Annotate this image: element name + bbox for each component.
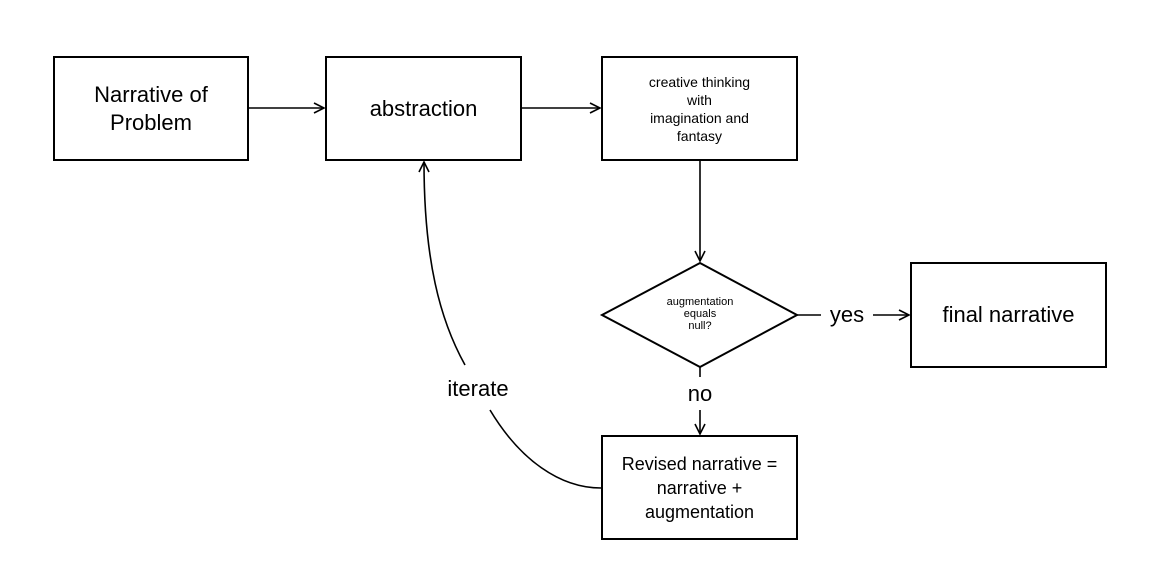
node-creative-line2: with [687,91,712,108]
iterate-curve-lower [489,409,602,489]
node-revised-narrative: Revised narrative = narrative + augmenta… [601,435,798,540]
node-narrative-line2: Problem [110,109,192,135]
edge-label-no: no [687,381,713,406]
node-decision-line1: augmentation [666,296,734,308]
node-abstraction-label: abstraction [369,95,478,121]
node-revised-line2: narrative + [656,477,743,498]
node-revised-line1: Revised narrative = [621,453,778,474]
node-final-narrative: final narrative [910,262,1107,368]
node-decision-line3: null? [688,320,712,332]
node-abstraction: abstraction [325,56,522,161]
node-creative-thinking: creative thinking with imagination and f… [601,56,798,161]
node-creative-line4: fantasy [676,127,723,144]
node-revised-line3: augmentation [644,501,755,522]
node-narrative-of-problem: Narrative of Problem [53,56,249,161]
node-creative-line1: creative thinking [648,73,751,90]
node-narrative-line1: Narrative of [94,81,208,107]
edge-label-iterate: iterate [447,376,509,401]
node-creative-line3: imagination and [650,109,749,126]
node-decision-line2: equals [683,308,717,320]
iterate-curve-upper [424,162,466,366]
node-final-narrative-label: final narrative [942,302,1075,327]
node-decision-text: augmentation equals null? [640,296,760,332]
edge-label-yes: yes [829,302,865,327]
